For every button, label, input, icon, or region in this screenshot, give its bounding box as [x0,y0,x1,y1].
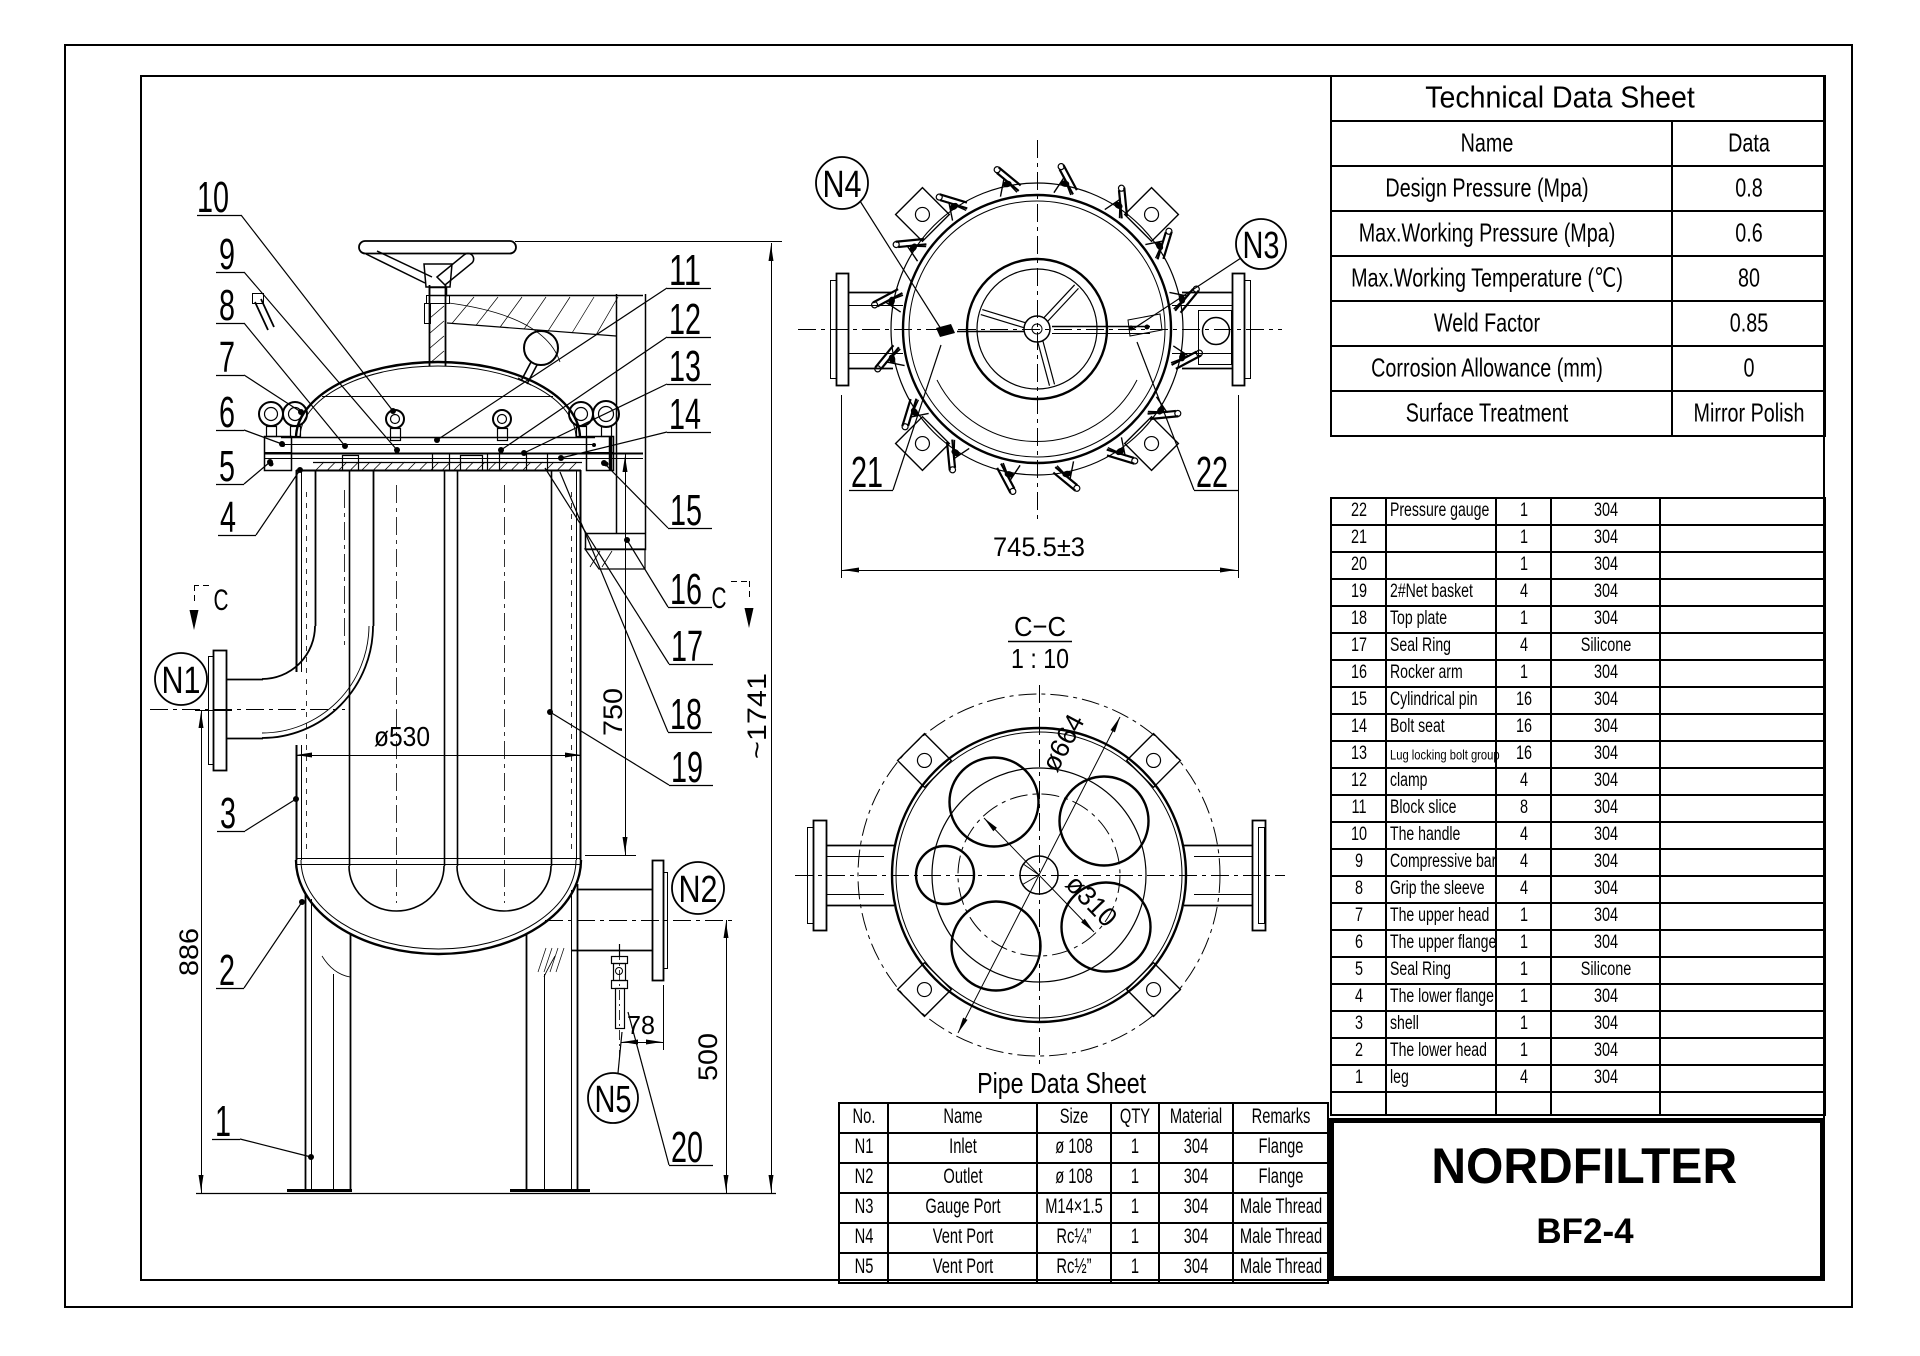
svg-text:17: 17 [671,622,703,671]
svg-text:9: 9 [219,230,235,279]
svg-text:14: 14 [669,390,701,439]
svg-text:15: 15 [670,486,702,535]
svg-text:19: 19 [671,743,703,792]
svg-text:6: 6 [219,388,235,437]
svg-text:ø530: ø530 [374,721,430,752]
svg-text:12: 12 [669,295,701,344]
svg-text:ø664: ø664 [1036,709,1091,776]
svg-text:N1: N1 [162,660,201,702]
svg-text:20: 20 [671,1123,703,1172]
svg-text:22: 22 [1196,448,1228,497]
svg-text:C−C: C−C [1014,611,1066,642]
svg-text:10: 10 [197,173,229,222]
svg-text:750: 750 [598,688,628,736]
svg-text:N4: N4 [823,164,862,206]
svg-text:~1741: ~1741 [742,673,772,759]
svg-text:1 : 10: 1 : 10 [1011,643,1069,674]
svg-text:1: 1 [215,1097,231,1146]
svg-text:2: 2 [219,946,235,995]
svg-text:745.5±3: 745.5±3 [993,532,1085,562]
svg-text:C: C [712,582,727,615]
svg-text:16: 16 [670,565,702,614]
svg-text:11: 11 [669,246,701,295]
svg-text:500: 500 [693,1033,723,1081]
svg-text:C: C [214,584,229,617]
svg-text:4: 4 [220,493,236,542]
svg-text:21: 21 [851,448,883,497]
svg-text:7: 7 [219,333,235,382]
svg-text:3: 3 [220,789,236,838]
svg-text:N3: N3 [1243,225,1280,267]
svg-text:5: 5 [219,442,235,491]
svg-text:18: 18 [670,690,702,739]
svg-text:8: 8 [219,281,235,330]
svg-text:13: 13 [669,342,701,391]
svg-text:886: 886 [174,928,204,976]
svg-text:N5: N5 [595,1079,632,1121]
svg-text:N2: N2 [679,869,718,911]
